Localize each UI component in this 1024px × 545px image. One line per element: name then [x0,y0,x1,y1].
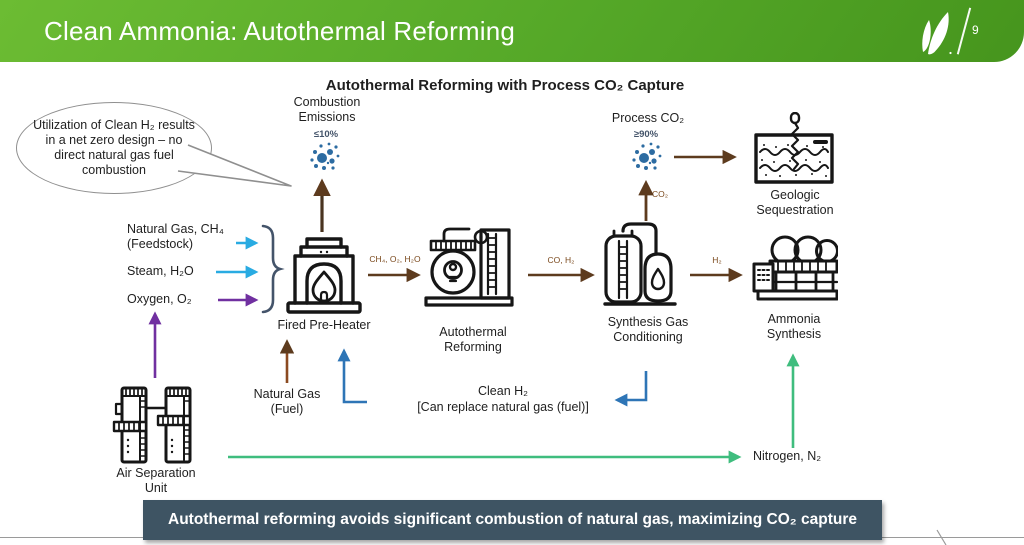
feed-brace [261,224,285,314]
input-steam-label: Steam, H₂O [127,264,194,278]
arrow-clean-h2-to-preheater [337,348,367,404]
fired-pre-heater-icon [282,226,366,316]
ammonia-synthesis-label: Ammonia Synthesis [766,312,822,341]
combustion-share: ≤10% [313,129,339,140]
clean-h2-label: Clean H₂ [477,384,528,398]
flow-label-h2: H₂ [712,255,722,265]
fired-pre-heater-label: Fired Pre-Heater [277,318,371,332]
synthesis-gas-conditioning-label: Synthesis Gas Conditioning [607,315,689,344]
input-natural-gas-label: Natural Gas, CH₄ (Feedstock) [127,222,224,251]
autothermal-reforming-label: Autothermal Reforming [439,325,507,354]
callout-bubble: Utilization of Clean H₂ results in a net… [16,102,212,194]
process-co2-label: Process CO₂ [611,111,685,125]
flow-label-co-h2: CO, H₂ [547,255,575,265]
diagram-title: Autothermal Reforming with Process CO₂ C… [325,77,685,94]
ammonia-synthesis-icon [752,232,838,306]
slide-title: Clean Ammonia: Autothermal Reforming [44,16,516,46]
autothermal-reforming-icon [424,224,514,308]
input-oxygen-label: Oxygen, O₂ [127,292,192,306]
geologic-sequestration-label: Geologic Sequestration [756,188,834,217]
air-separation-unit-icon [112,380,200,466]
nutrien-logo-icon [916,9,958,57]
page-number: 9 [972,23,979,37]
header-bar: Clean Ammonia: Autothermal Reforming 9 [0,0,1024,62]
co2-flow-label: CO₂ [652,189,669,199]
co2-bubbles-icon [627,138,667,176]
combustion-emissions-label: Combustion Emissions [293,95,361,124]
natural-gas-fuel-label: Natural Gas (Fuel) [253,387,321,416]
synthesis-gas-conditioning-icon [601,221,687,307]
process-co2-share: ≥90% [633,129,659,140]
arrow-clean-h2-from-conditioning [614,371,648,407]
clean-h2-note: [Can replace natural gas (fuel)] [417,400,589,414]
takeaway-banner: Autothermal reforming avoids significant… [143,500,882,540]
co2-bubbles-icon [305,138,345,176]
air-separation-unit-label: Air Separation Unit [116,466,196,495]
geologic-sequestration-icon [749,112,837,186]
flow-label-ch4-o2-h2o: CH₄, O₂, H₂O [369,254,421,264]
nitrogen-label: Nitrogen, N₂ [753,449,822,463]
callout-text: Utilization of Clean H₂ results in a net… [33,117,195,178]
logo-divider [956,7,971,55]
